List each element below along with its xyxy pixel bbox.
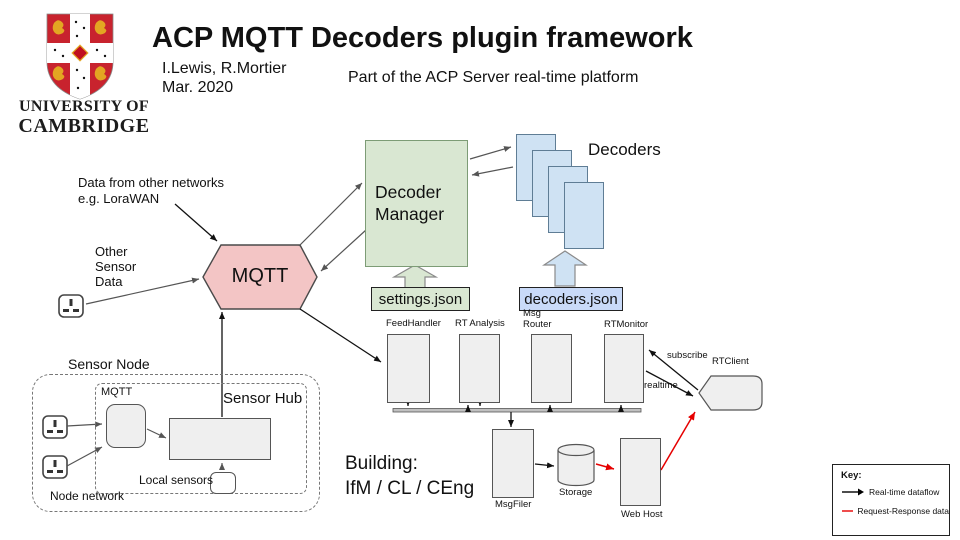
subtitle: Part of the ACP Server real-time platfor… — [348, 69, 639, 86]
realtime-dataflow-arrows — [174, 203, 699, 469]
rtclient-shape — [698, 375, 763, 411]
webhost-box — [620, 438, 661, 506]
request-response-arrows — [595, 411, 696, 471]
power-socket-icon — [58, 294, 84, 318]
arrow-mqtt-to-feedhandler — [299, 308, 382, 363]
sensor-hub-outline — [95, 383, 307, 494]
arrow-msgfiler-to-storage — [534, 462, 555, 469]
decoders-label: Decoders — [588, 140, 661, 159]
sensor-hub-label: Sensor Hub — [223, 390, 303, 407]
node-mqtt-label: MQTT — [101, 386, 133, 398]
annotation-other-sensor-data: Other Sensor Data — [95, 244, 137, 289]
arrow-storage-to-webhost — [595, 463, 615, 471]
sensor-node-title: Sensor Node — [68, 356, 150, 372]
storage-label: Storage — [559, 487, 593, 498]
feedhandler-label: FeedHandler — [386, 318, 441, 329]
arrow-webhost-to-rtclient — [660, 411, 696, 471]
legend-label-realtime: Real-time dataflow — [869, 487, 940, 497]
message-bus — [392, 408, 642, 413]
date: Mar. 2020 — [162, 79, 234, 96]
sensor-hub-box — [169, 418, 271, 460]
node-network-label: Node network — [50, 489, 125, 503]
local-sensor-box — [210, 472, 236, 494]
gray-dataflow-arrows — [66, 146, 514, 470]
settings-upload-arrow-icon — [391, 264, 439, 289]
webhost-label: Web Host — [621, 509, 663, 520]
annotation-other-networks: Data from other networks e.g. LoraWAN — [78, 175, 224, 206]
storage-cylinder-icon — [557, 443, 595, 487]
feedhandler-box — [387, 334, 430, 403]
legend-item-request-response: Request-Response data — [841, 506, 949, 516]
decoder-manager-label: Decoder Manager — [375, 182, 445, 224]
rtmonitor-label: RTMonitor — [604, 319, 649, 330]
sensor-node-outline — [32, 374, 320, 512]
arrow-networks-to-mqtt — [174, 203, 218, 242]
msgfiler-label: MsgFiler — [495, 499, 532, 510]
black-arrow-icon — [842, 488, 864, 496]
legend: Key: Real-time dataflow Request-Response… — [832, 464, 950, 536]
arrow-rtclient-subscribe — [648, 349, 699, 391]
shield-lions — [52, 20, 107, 81]
rtclient-label: RTClient — [712, 356, 749, 367]
legend-item-realtime: Real-time dataflow — [841, 487, 949, 497]
legend-label-request-response: Request-Response data — [857, 506, 949, 516]
rt-analysis-label: RT Analysis — [455, 318, 505, 329]
arrow-mqtt-to-decoder-manager — [298, 182, 363, 247]
mqtt-hexagon — [202, 244, 318, 310]
university-logo-text: UNIVERSITY OF CAMBRIDGE — [10, 98, 158, 138]
logo-line2: CAMBRIDGE — [18, 115, 150, 137]
decoders-json-label: decoders.json — [524, 290, 618, 308]
arrow-decoder-manager-to-mqtt — [320, 229, 367, 272]
red-arrow-icon — [842, 510, 854, 512]
decoder-manager-box: Decoder Manager — [365, 140, 468, 267]
realtime-label: realtime — [644, 380, 678, 391]
power-socket-icon — [42, 415, 68, 439]
settings-json-label: settings.json — [378, 290, 463, 308]
legend-title: Key: — [841, 470, 862, 481]
arrow-sensor-data-to-mqtt — [85, 277, 200, 305]
authors: I.Lewis, R.Mortier — [162, 60, 287, 77]
msg-router-box — [531, 334, 572, 403]
annotation-building: Building: IfM / CL / CEng — [345, 453, 475, 499]
local-sensors-label: Local sensors — [139, 473, 214, 487]
decoders-json-box: decoders.json — [519, 287, 623, 311]
decoder-card — [564, 182, 604, 249]
arrow-decoders-to-manager — [471, 166, 514, 177]
page-title: ACP MQTT Decoders plugin framework — [152, 22, 693, 54]
decoders-upload-arrow-icon — [542, 250, 588, 287]
rtmonitor-box — [604, 334, 644, 403]
msg-router-label: Msg Router — [523, 308, 552, 330]
settings-json-box: settings.json — [371, 287, 470, 311]
subscribe-label: subscribe — [667, 350, 708, 361]
arrow-manager-to-decoders — [469, 146, 512, 160]
rt-analysis-box — [459, 334, 500, 403]
msgfiler-box — [492, 429, 534, 498]
cambridge-shield-logo — [46, 13, 114, 100]
logo-line1: UNIVERSITY OF — [19, 98, 149, 115]
power-socket-icon — [42, 455, 68, 479]
mqtt-hub-label: MQTT — [231, 265, 289, 287]
node-mqtt-box — [106, 404, 146, 448]
arrow-rtmonitor-realtime — [645, 370, 694, 397]
